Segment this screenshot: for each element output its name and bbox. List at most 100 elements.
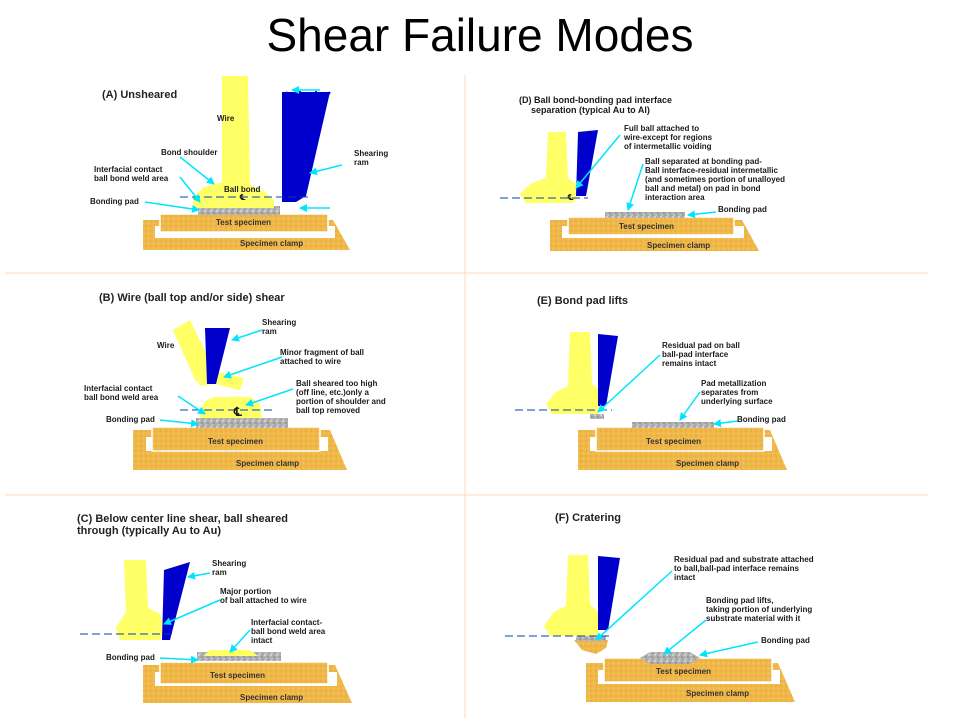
interfacial-label-1: Interfacial contact <box>94 165 163 174</box>
full-ball-label-2: wire-except for regions <box>623 133 713 142</box>
ball-sheared-label-3: portion of shoulder and <box>296 397 386 406</box>
shearing-ram <box>576 130 598 196</box>
ball-bond-label: Ball bond <box>224 185 261 194</box>
bonding-pad-label: Bonding pad <box>106 415 155 424</box>
test-specimen-label: Test specimen <box>210 671 265 680</box>
centerline-symbol: ℄ <box>239 193 246 202</box>
wire-and-ball <box>544 555 602 636</box>
panel-a-heading: (A) Unsheared <box>102 89 177 101</box>
shearing-ram-label-2: ram <box>354 158 369 167</box>
page-title: Shear Failure Modes <box>266 9 694 61</box>
centerline-symbol: ℄ <box>233 405 242 419</box>
interfacial-label-2: ball bond weld area <box>94 174 169 183</box>
ball-sheared-label-4: ball top removed <box>296 406 360 415</box>
bonding-pad-label: Bonding pad <box>761 636 810 645</box>
shearing-ram <box>282 92 330 202</box>
pad-lifts-label-3: substrate material with it <box>706 614 801 623</box>
shearing-ram <box>598 334 618 406</box>
shearing-ram <box>598 556 620 630</box>
specimen-clamp-label: Specimen clamp <box>647 241 710 250</box>
major-portion-label-1: Major portion <box>220 587 271 596</box>
test-specimen-label: Test specimen <box>646 437 701 446</box>
test-specimen-label: Test specimen <box>656 667 711 676</box>
bonding-pad-label: Bonding pad <box>737 415 786 424</box>
interfacial-label-1: Interfacial contact <box>84 384 153 393</box>
shearing-ram-label-1: Shearing <box>212 559 246 568</box>
interfacial-remainder <box>204 650 258 656</box>
shearing-ram-label-1: Shearing <box>354 149 388 158</box>
panel-d: ℄ (D) Ball bond-bonding pad interface se… <box>500 95 785 251</box>
panel-e-heading: (E) Bond pad lifts <box>537 295 628 307</box>
bonding-pad <box>632 422 714 428</box>
wire-label: Wire <box>157 341 175 350</box>
residual-pad <box>590 414 604 419</box>
crater-fragment <box>574 640 608 654</box>
panel-f-heading: (F) Cratering <box>555 512 621 524</box>
bonding-pad-label: Bonding pad <box>90 197 139 206</box>
pad-metallization-label-2: separates from <box>701 388 758 397</box>
panel-f: (F) Cratering Residual pad and substrate… <box>505 512 814 702</box>
full-ball-label-3: of intermetallic voiding <box>624 142 712 151</box>
ball-sheared-label-1: Ball sheared too high <box>296 379 377 388</box>
pad-lifts-label-2: taking portion of underlying <box>706 605 812 614</box>
bonding-pad-label: Bonding pad <box>106 653 155 662</box>
centerline-symbol: ℄ <box>567 193 574 202</box>
bonding-pad <box>640 652 700 664</box>
residual-substrate-label-2: to ball,ball-pad interface remains <box>674 564 799 573</box>
interfacial-label-1: Interfacial contact- <box>251 618 322 627</box>
residual-pad <box>576 636 606 641</box>
pad-metallization-label-1: Pad metallization <box>701 379 766 388</box>
wire <box>173 320 217 382</box>
shearing-ram <box>162 562 190 640</box>
panel-d-heading-1: (D) Ball bond-bonding pad interface <box>519 95 672 105</box>
pad-metallization-label-3: underlying surface <box>701 397 773 406</box>
bonding-pad-label: Bonding pad <box>718 205 767 214</box>
minor-fragment <box>196 372 244 390</box>
residual-substrate-label-3: intact <box>674 573 696 582</box>
specimen-clamp-label: Specimen clamp <box>240 239 303 248</box>
panel-c-heading-2: through (typically Au to Au) <box>77 525 221 537</box>
ball-separated-label-2: Ball interface-residual intermetallic <box>645 166 778 175</box>
ball-separated-label-5: interaction area <box>645 193 705 202</box>
panel-c-heading-1: (C) Below center line shear, ball sheare… <box>77 513 288 525</box>
bonding-pad <box>198 206 280 215</box>
test-specimen-label: Test specimen <box>208 437 263 446</box>
ball-remainder <box>200 397 262 418</box>
residual-pad-label-2: ball-pad interface <box>662 350 729 359</box>
shearing-ram-label-1: Shearing <box>262 318 296 327</box>
specimen-clamp-label: Specimen clamp <box>240 693 303 702</box>
shearing-ram-label-2: ram <box>212 568 227 577</box>
panel-e: (E) Bond pad lifts Residual pad on ball … <box>515 295 787 470</box>
residual-pad-label-1: Residual pad on ball <box>662 341 740 350</box>
panel-d-heading-2: separation (typical Au to Al) <box>531 105 650 115</box>
panel-a: ℄ (A) Unsheared Wire Bond shoulder Inter… <box>90 76 388 250</box>
test-specimen-label: Test specimen <box>216 218 271 227</box>
wire-and-ball <box>520 132 578 203</box>
specimen-clamp-label: Specimen clamp <box>686 689 749 698</box>
test-specimen-label: Test specimen <box>619 222 674 231</box>
minor-fragment-label-2: attached to wire <box>280 357 341 366</box>
bonding-pad <box>197 652 281 661</box>
panel-c: (C) Below center line shear, ball sheare… <box>77 513 352 703</box>
pad-lifts-label-1: Bonding pad lifts, <box>706 596 774 605</box>
test-specimen <box>159 661 329 685</box>
wire-and-ball <box>546 332 604 414</box>
test-specimen <box>595 426 765 452</box>
minor-fragment-label-1: Minor fragment of ball <box>280 348 364 357</box>
shearing-ram-label-2: ram <box>262 327 277 336</box>
full-ball-label-1: Full ball attached to <box>624 124 699 133</box>
residual-substrate-label-1: Residual pad and substrate attached <box>674 555 814 564</box>
panel-b-heading: (B) Wire (ball top and/or side) shear <box>99 292 285 304</box>
major-portion-label-2: of ball attached to wire <box>220 596 307 605</box>
bonding-pad <box>196 418 288 428</box>
interfacial-label-3: intact <box>251 636 273 645</box>
bond-shoulder-label: Bond shoulder <box>161 148 217 157</box>
shearing-ram <box>205 328 230 384</box>
interfacial-label-2: ball bond weld area <box>84 393 159 402</box>
ball-separated-label-1: Ball separated at bonding pad- <box>645 157 762 166</box>
specimen-clamp-label: Specimen clamp <box>676 459 739 468</box>
ball-separated-label-3: (and sometimes portion of unalloyed <box>645 175 785 184</box>
wire-label: Wire <box>217 114 235 123</box>
wire-and-ball <box>116 560 164 640</box>
